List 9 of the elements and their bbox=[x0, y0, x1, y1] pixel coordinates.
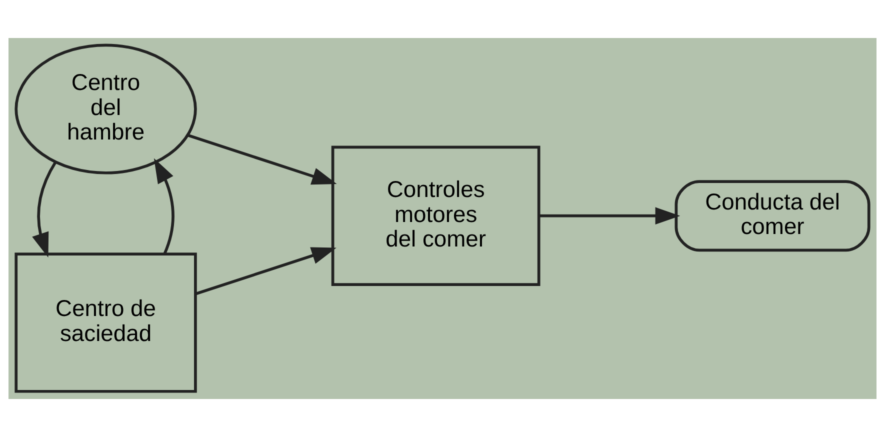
arrow bbox=[196, 247, 336, 296]
node-box: Controles motores del comer bbox=[331, 146, 540, 286]
node-box: Centro de saciedad bbox=[14, 252, 197, 393]
arrow bbox=[187, 134, 337, 185]
arrow bbox=[32, 161, 57, 258]
arrow bbox=[154, 158, 174, 254]
node-box: Conducta del comer bbox=[674, 180, 870, 252]
arrow bbox=[539, 207, 680, 225]
node-ellipse: Centro del hambre bbox=[14, 44, 197, 174]
